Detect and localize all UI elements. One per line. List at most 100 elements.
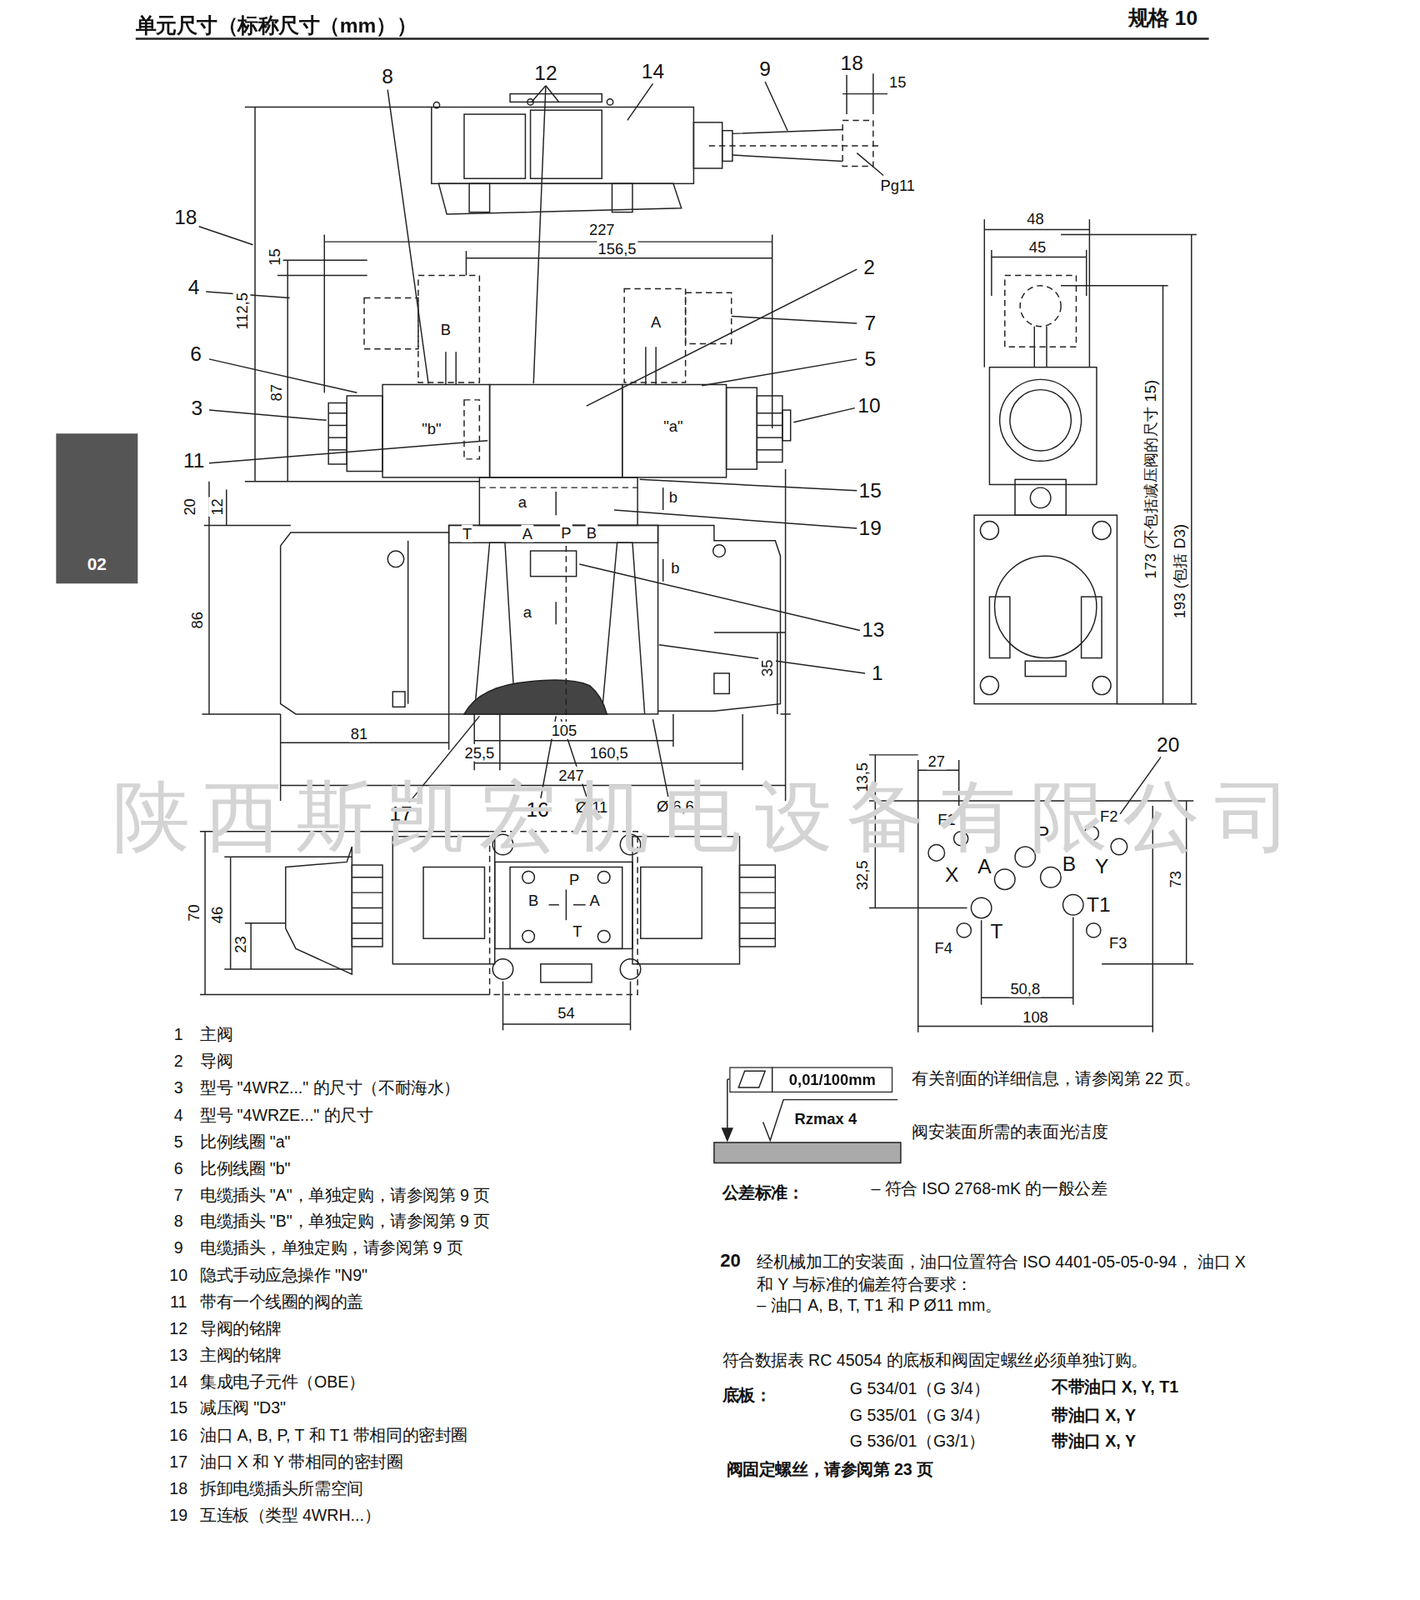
drawing-stroke (597, 930, 610, 943)
drawing-stroke (782, 410, 791, 441)
drawing-stroke (782, 410, 791, 441)
drawing-stroke (280, 742, 450, 744)
drawing-stroke (793, 408, 855, 423)
drawing-stroke (250, 923, 252, 970)
drawing-stroke (530, 110, 603, 179)
callout-number: 3 (190, 396, 204, 420)
callout-number: 6 (189, 342, 203, 366)
drawing-stroke (601, 542, 645, 715)
drawing-stroke (738, 1070, 765, 1088)
legend-number: 11 (169, 1293, 189, 1313)
drawing-stroke (287, 260, 289, 482)
drawing-stroke (351, 876, 383, 878)
note-text: 底板： (720, 1385, 772, 1405)
drawing-stroke (469, 183, 490, 212)
drawing-stroke (842, 120, 874, 166)
legend-item: 拆卸电缆插头所需空间 (199, 1480, 365, 1500)
drawing-stroke (449, 525, 659, 543)
drawing-stroke (713, 545, 726, 558)
drawing-stroke (714, 1142, 901, 1163)
drawing-stroke (464, 680, 607, 715)
note-text: 带油口 X, Y (1050, 1406, 1137, 1426)
drawing-stroke (1010, 390, 1071, 451)
note-text: 有关剖面的详细信息，请参阅第 22 页。 (910, 1070, 1201, 1090)
drawing-stroke (474, 740, 674, 741)
drawing-stroke (328, 412, 347, 414)
drawing-stroke (785, 469, 786, 801)
drawing-stroke (756, 425, 783, 426)
drawing-stroke (431, 107, 695, 185)
drawing-stroke (245, 922, 286, 924)
drawing-stroke (549, 904, 560, 905)
drawing-stroke (662, 559, 664, 582)
drawing-stroke (474, 762, 500, 764)
drawing-stroke (740, 892, 776, 894)
dimension-label: 46 (208, 905, 226, 925)
drawing-stroke (351, 937, 383, 939)
drawing-stroke (245, 106, 432, 108)
note-text: 不带油口 X, Y, T1 (1050, 1378, 1180, 1398)
callout-number: 10 (856, 394, 882, 418)
drawing-stroke (545, 85, 560, 103)
callout-number: 18 (839, 51, 865, 75)
port-label: B (440, 320, 453, 339)
drawing-stroke (351, 865, 383, 947)
drawing-stroke (740, 938, 776, 940)
drawing-stroke (449, 525, 659, 714)
dimension-label: 23 (231, 935, 250, 955)
dimension-label: 112,5 (233, 291, 251, 331)
drawing-stroke (984, 219, 985, 368)
drawing-stroke (433, 101, 440, 108)
drawing-stroke (522, 870, 535, 884)
drawing-stroke (740, 922, 776, 924)
drawing-stroke (756, 436, 783, 438)
drawing-stroke (277, 260, 368, 261)
drawing-stroke (387, 550, 405, 568)
note-text: 带油口 X, Y (1050, 1431, 1137, 1451)
drawing-stroke (346, 395, 383, 472)
drawing-stroke (285, 846, 353, 975)
drawing-stroke (328, 425, 347, 426)
dimension-label: Pg11 (879, 176, 916, 195)
dimension-label: 81 (349, 725, 369, 743)
legend-number: 13 (168, 1346, 189, 1366)
legend-number: 18 (168, 1480, 189, 1500)
node-text: 0,01/100mm (789, 1070, 876, 1089)
drawing-stroke (655, 346, 657, 385)
drawing-stroke (510, 867, 623, 950)
drawing-stroke (565, 889, 567, 920)
callout-number: 2 (862, 255, 876, 280)
drawing-stroke (630, 981, 631, 1031)
drawing-stroke (1034, 326, 1035, 368)
note-text: 阀安装面所需的表面光洁度 (910, 1123, 1109, 1143)
drawing-stroke (254, 107, 255, 482)
drawing-stroke (579, 564, 860, 631)
callout-number: 14 (640, 60, 666, 84)
drawing-stroke (1040, 867, 1061, 888)
tolerance-frame: 0,01/100mm (729, 1066, 893, 1093)
drawing-stroke (991, 256, 1087, 258)
dimension-label: 50,8 (1009, 980, 1041, 998)
drawing-stroke (423, 867, 485, 940)
legend-number: 19 (168, 1506, 189, 1526)
drawing-stroke (1063, 895, 1084, 915)
drawing-stroke (351, 922, 383, 924)
legend-item: 电缆插头 "B"，单独定购，请参阅第 9 页 (199, 1212, 491, 1232)
drawing-stroke (980, 676, 999, 695)
callout-number: 11 (182, 449, 206, 473)
note-text: 阀固定螺丝，请参阅第 23 页 (725, 1460, 935, 1480)
callout-number: 4 (187, 275, 201, 300)
drawing-stroke (351, 892, 383, 894)
dimension-label: 54 (556, 1004, 576, 1022)
dimension-label: 15 (888, 72, 908, 90)
drawing-stroke (209, 410, 327, 420)
drawing-stroke (658, 525, 781, 711)
drawing-stroke (280, 532, 450, 715)
drawing-stroke (726, 387, 758, 470)
drawing-stroke (726, 1079, 728, 1130)
drawing-stroke (1063, 895, 1084, 915)
callout-number: 13 (860, 618, 886, 642)
drawing-stroke (502, 981, 504, 1031)
drawing-stroke (1000, 379, 1082, 461)
